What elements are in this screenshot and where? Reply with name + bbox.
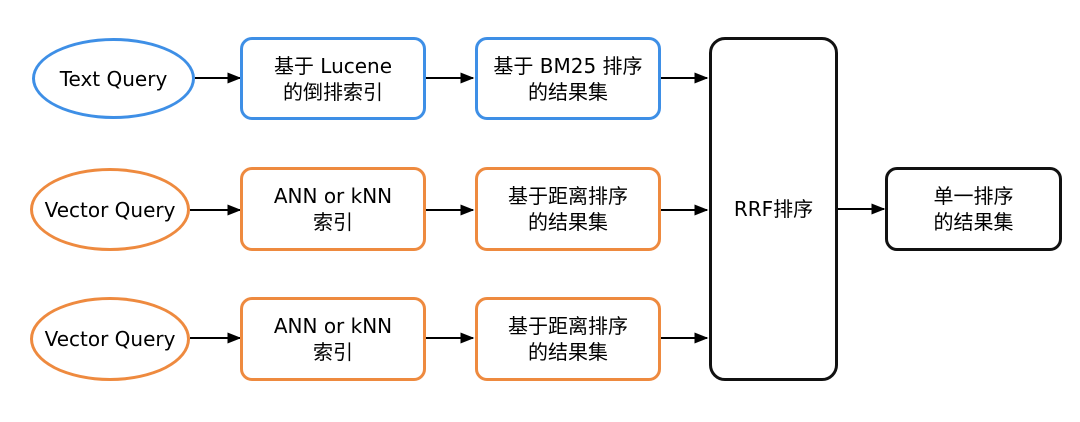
ann-index-line1-2: ANN or kNN: [273, 314, 393, 338]
distance-result-node-1: 基于距离排序 的结果集: [475, 167, 661, 251]
final-result-line2: 的结果集: [933, 210, 1014, 234]
lucene-index-line1: 基于 Lucene: [273, 53, 393, 78]
vector-query-label-1: Vector Query: [44, 197, 176, 222]
distance-result-line2-2: 的结果集: [528, 340, 608, 364]
distance-result-line2-1: 的结果集: [528, 210, 608, 234]
rrf-ranking-label: RRF排序: [733, 197, 814, 221]
distance-result-line1-1: 基于距离排序: [508, 184, 628, 208]
lucene-index-line2: 的倒排索引: [283, 79, 383, 104]
bm25-result-line1: 基于 BM25 排序: [493, 53, 643, 78]
text-query-node: Text Query: [32, 38, 195, 119]
text-query-label: Text Query: [59, 66, 168, 91]
ann-index-node-2: ANN or kNN 索引: [240, 297, 426, 381]
ann-index-line2-2: 索引: [313, 340, 353, 364]
lucene-index-node: 基于 Lucene 的倒排索引: [240, 37, 426, 120]
ann-index-line1-1: ANN or kNN: [273, 184, 393, 208]
distance-result-node-2: 基于距离排序 的结果集: [475, 297, 661, 381]
rrf-ranking-node: RRF排序: [709, 37, 838, 381]
bm25-result-node: 基于 BM25 排序 的结果集: [475, 37, 661, 120]
vector-query-node-2: Vector Query: [30, 297, 190, 381]
final-result-node: 单一排序 的结果集: [885, 167, 1062, 251]
distance-result-line1-2: 基于距离排序: [508, 314, 628, 338]
bm25-result-line2: 的结果集: [528, 79, 608, 104]
ann-index-node-1: ANN or kNN 索引: [240, 167, 426, 251]
ann-index-line2-1: 索引: [313, 210, 353, 234]
vector-query-label-2: Vector Query: [44, 327, 176, 351]
final-result-line1: 单一排序: [933, 184, 1014, 208]
vector-query-node-1: Vector Query: [30, 168, 190, 251]
